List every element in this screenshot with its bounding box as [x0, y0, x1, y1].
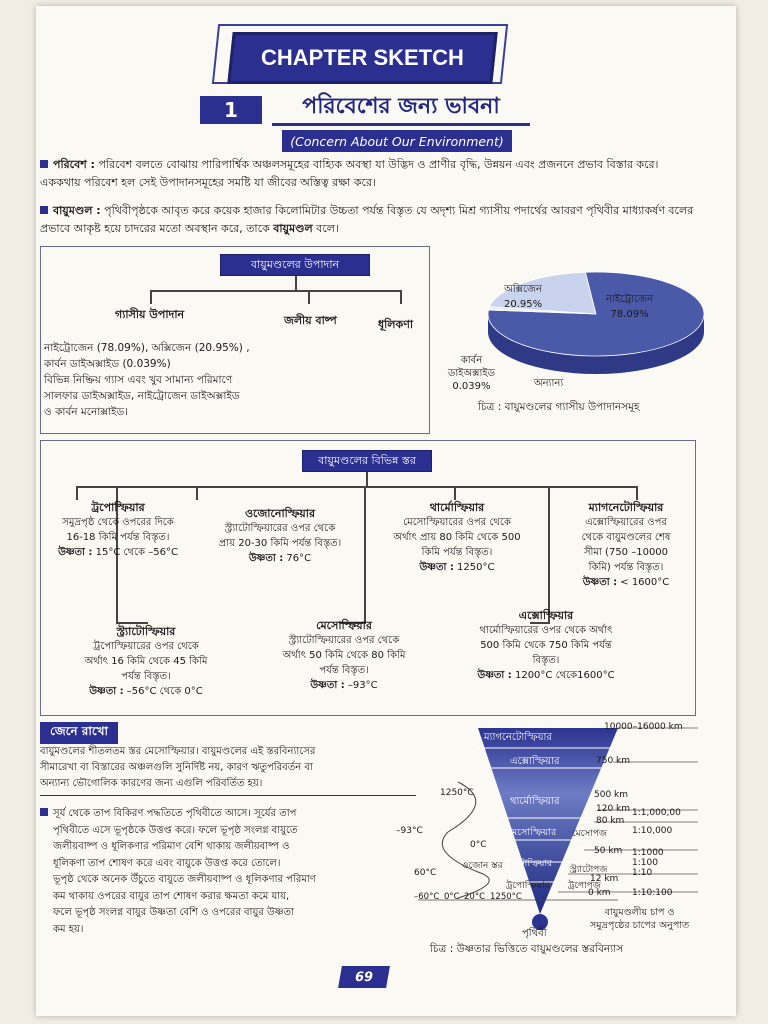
chapter-title: CHAPTER SKETCH [261, 45, 464, 70]
km-12: 12 km [590, 874, 619, 884]
comp-gas: গ্যাসীয় উপাদান [115, 308, 185, 321]
axis-1250: 1250°C [490, 892, 522, 902]
gas-pie-chart [487, 271, 705, 374]
section-title-en: (Concern About Our Environment) [282, 130, 512, 152]
gas-line: সালফার ডাইঅক্সাইড, নাইট্রোজেন ডাইঅক্সাইড [44, 390, 240, 402]
cone-troposphere: ট্রপোস্ফিয়ার [506, 881, 550, 891]
page-number: 69 [338, 966, 390, 988]
cone-magnetosphere: ম্যাগনেটোস্ফিয়ার [484, 732, 552, 743]
layers-box [40, 440, 696, 716]
temp-1250: 1250°C [440, 788, 474, 798]
components-title: বায়ুমণ্ডলের উপাদান [220, 254, 370, 276]
note-text: বায়ুমণ্ডলের শীতলতম স্তর মেসোস্ফিয়ার। ব… [40, 744, 416, 796]
para-atmosphere: বায়ুমণ্ডল : পৃথিবীপৃষ্ঠকে আবৃত করে কয়ে… [40, 202, 700, 238]
cone-mesosphere: মেসোস্ফিয়ার [508, 827, 557, 838]
cone-tropopause: ট্রপোপজ [568, 881, 601, 891]
term-atmosphere: বায়ুমণ্ডল : [53, 204, 101, 217]
km-50: 50 km [594, 846, 623, 856]
comp-gas-detail: নাইট্রোজেন (78.09%), অক্সিজেন (20.95%) ,… [44, 340, 364, 420]
ratio-4: 1:100 [632, 858, 658, 868]
pie-slice-others [488, 306, 597, 315]
chapter-banner: CHAPTER SKETCH [227, 32, 498, 84]
km-top: 10000–16000 km [604, 722, 683, 732]
layer-stratosphere: স্ট্র্যাটোস্ফিয়ার ট্রপোস্ফিয়ারের ওপর থ… [84, 625, 208, 697]
layer-exosphere: এক্সোস্ফিয়ার থার্মোস্ফিয়ারের ওপর থেকে … [477, 609, 615, 681]
def-atmosphere-tail: বলে। [316, 222, 339, 235]
axis-m60: –60°C [414, 892, 440, 902]
ratio-6: 1:10:100 [632, 888, 673, 898]
para-environment: পরিবেশ : পরিবেশ বলতে বোঝায় পারিপার্শ্বি… [40, 156, 700, 192]
axis-0: 0°C [444, 892, 460, 902]
cone-thermosphere: থার্মোস্ফিয়ার [510, 796, 560, 807]
note-heading: জেনে রাখো [40, 722, 118, 744]
heat-paragraph: সূর্য থেকে তাপ বিকিরণ পদ্ধতিতে পৃথিবীতে … [40, 806, 416, 938]
earth-icon [532, 914, 548, 930]
layer-ozonosphere: ওজোনোস্ফিয়ার স্ট্র্যাটোস্ফিয়ারের ওপর থ… [218, 507, 342, 564]
pie-slice-oxygen [488, 271, 597, 315]
def-environment: পরিবেশ বলতে বোঝায় পারিপার্শ্বিক অঞ্চলসম… [40, 158, 659, 189]
temp-0: 0°C [470, 840, 487, 850]
term-environment: পরিবেশ : [53, 158, 95, 171]
km-0: 0 km [588, 888, 611, 898]
km-500: 500 km [594, 790, 629, 800]
layer-thermosphere: থার্মোস্ফিয়ার মেসোস্ফিয়ারের ওপর থেকে অ… [393, 501, 521, 573]
cone-diagram [418, 727, 698, 930]
page-sheet [36, 6, 736, 1016]
cone-stratosphere: স্ট্র্যাটোস্ফিয়ার [504, 859, 553, 869]
pie-side [488, 314, 704, 374]
ratio-5: 1:10 [632, 868, 653, 878]
components-box [40, 246, 430, 434]
temp-60: 60°C [414, 868, 437, 878]
ratio-3: 1:1000 [632, 848, 664, 858]
layer-troposphere: ট্রপোস্ফিয়ার সমুদ্রপৃষ্ঠ থেকে ওপরের দিক… [58, 501, 178, 558]
ratio-label: বায়ুমণ্ডলীয় চাপ ও সমুদ্রপৃষ্ঠের চাপের … [590, 907, 690, 931]
pie-caption: চিত্র : বায়ুমণ্ডলের গ্যাসীয় উপাদানসমূহ [478, 401, 640, 413]
bullet-icon [40, 808, 48, 816]
section-number: 1 [200, 96, 262, 124]
cone-exosphere: এক্সোস্ফিয়ার [510, 756, 560, 767]
km-120: 120 km [596, 804, 631, 814]
cone-stratopause: স্ট্র্যাটোপজ [570, 865, 608, 875]
gas-line: বিভিন্ন নিষ্ক্রিয় গ্যাস এবং খুব সামান্য… [44, 374, 233, 386]
layers-title: বায়ুমণ্ডলের বিভিন্ন স্তর [302, 450, 432, 472]
cone-shape [478, 728, 618, 914]
layer-magnetosphere: ম্যাগনেটোস্ফিয়ার এক্সোস্ফিয়ারের ওপর থে… [581, 501, 671, 588]
gas-line: কার্বন ডাইঅক্সাইড (0.039%) [44, 358, 171, 370]
comp-dust: ধূলিকণা [378, 318, 414, 331]
cone-earth: পৃথিবী [522, 928, 547, 939]
temperature-curve [441, 781, 490, 899]
pie-slice-nitrogen [487, 271, 705, 357]
temp-m93: –93°C [396, 826, 423, 836]
section-title-bn: পরিবেশের জন্য ভাবনা [272, 92, 530, 126]
cone-mesopause: মেসোপজ [572, 829, 607, 839]
ratio-2: 1:10,000 [632, 826, 673, 836]
ratio-1: 1:1,000,00 [632, 808, 681, 818]
cone-ozone-layer: ওজোন স্তর [462, 861, 503, 871]
axis-20: 20°C [464, 892, 486, 902]
comp-vapour: জলীয় বাষ্প [284, 314, 337, 327]
bullet-icon [40, 160, 48, 168]
gas-line: নাইট্রোজেন (78.09%), অক্সিজেন (20.95%) , [44, 342, 250, 354]
pie-label-others: অন্যান্য [534, 378, 564, 389]
km-750: 750 km [596, 756, 631, 766]
km-80: 80 km [596, 816, 625, 826]
def-atmosphere: পৃথিবীপৃষ্ঠকে আবৃত করে কয়েক হাজার কিলোম… [40, 204, 694, 235]
cone-caption: চিত্র : উষ্ণতার ভিত্তিতে বায়ুমণ্ডলের স্… [430, 943, 624, 955]
gas-line: ও কার্বন মনোক্সাইড। [44, 406, 128, 418]
bullet-icon [40, 206, 48, 214]
layer-mesosphere: মেসোস্ফিয়ার স্ট্র্যাটোস্ফিয়ারের ওপর থে… [282, 619, 406, 691]
def-atmosphere-bold: বায়ুমণ্ডল [273, 222, 313, 235]
